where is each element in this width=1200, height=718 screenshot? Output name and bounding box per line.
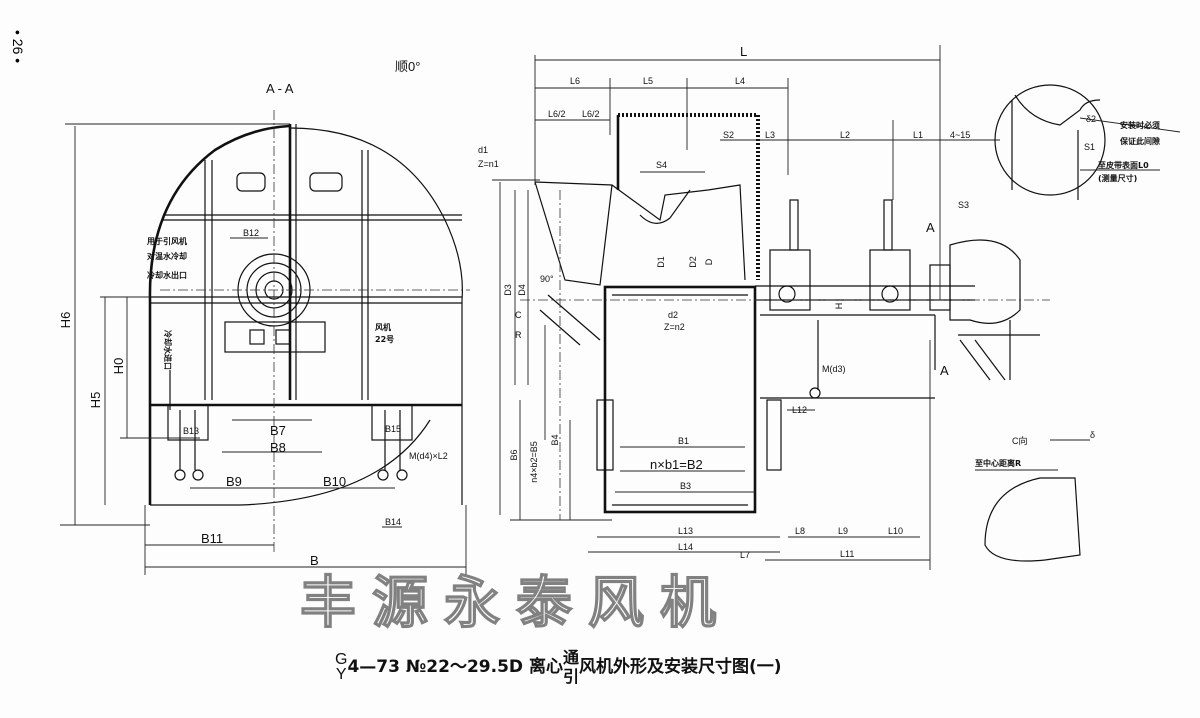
note-cooling-1: 用于引风机 — [146, 236, 187, 246]
dim-m-d3: M(d3) — [822, 364, 846, 374]
dim-m-d4: M(d4)×L2 — [409, 451, 448, 461]
section-mark-a-top: A — [926, 220, 935, 235]
dim-l7: L7 — [740, 550, 750, 560]
dim-b7: B7 — [270, 423, 286, 438]
caption-g: G — [335, 651, 348, 668]
dim-d4: D4 — [517, 284, 527, 296]
dim-s2: S2 — [723, 130, 734, 140]
dim-b13: B13 — [183, 426, 199, 436]
dim-b15: B15 — [385, 424, 401, 434]
caption-rest: 风机外形及安装尺寸图(一) — [578, 657, 782, 677]
dim-b12: B12 — [243, 228, 259, 238]
dim-s4: S4 — [656, 160, 667, 170]
dim-l14: L14 — [678, 542, 693, 552]
dim-l3: L3 — [765, 130, 775, 140]
dim-b8: B8 — [270, 440, 286, 455]
dim-nb2: n4×b2=B5 — [529, 441, 539, 483]
note-cooling-3: 冷却水出口 — [147, 270, 187, 280]
dim-d-dia: D — [704, 258, 714, 265]
note-right-1: 风机 — [375, 322, 391, 332]
dim-c: C — [515, 310, 522, 320]
dim-d1-dia: D1 — [656, 256, 666, 268]
note-right-2: 22号 — [375, 335, 394, 344]
note-inlet: 冷却水进口 — [163, 330, 173, 370]
belt-note-1: 至皮带表面L0 — [1098, 160, 1149, 170]
caption-model: 4—73 №22～29.5D 离心 — [347, 657, 563, 677]
dim-l9: L9 — [838, 526, 848, 536]
detail-s1: S1 — [1084, 142, 1095, 152]
detail-delta: δ — [1090, 430, 1095, 440]
dim-b: B — [310, 553, 319, 568]
dim-nb1: n×b1=B2 — [650, 457, 703, 472]
dim-l8: L8 — [795, 526, 805, 536]
dim-l11: L11 — [840, 549, 854, 559]
gap-note-1: 安装时必须 — [1120, 120, 1160, 130]
dim-l6: L6 — [570, 76, 580, 86]
dim-d2-dia: D2 — [688, 256, 698, 268]
view-c-label: C向 — [1012, 435, 1028, 446]
dim-l4: L4 — [735, 76, 745, 86]
dim-d2: d2 — [668, 310, 678, 320]
dim-l: L — [740, 44, 747, 59]
section-label: A - A — [266, 81, 294, 96]
detail-delta2: δ2 — [1086, 114, 1096, 124]
dim-h0: H0 — [111, 358, 126, 375]
dim-b14: B14 — [385, 517, 401, 527]
dim-h5: H5 — [88, 392, 103, 409]
dim-l10: L10 — [888, 526, 903, 536]
watermark: 丰源永泰风机 — [300, 570, 732, 636]
caption-tong: 通 — [562, 648, 579, 667]
rotation-label: 顺0° — [395, 59, 420, 74]
dim-d3: D3 — [503, 284, 513, 296]
dim-z1: Z=n1 — [478, 159, 499, 169]
dim-r: R — [515, 330, 522, 340]
dim-l2: L2 — [840, 130, 850, 140]
section-view-a-a: A - A 顺0° B12 H6 H5 H0 B13 B7 B8 B9 B10 … — [58, 59, 470, 575]
dim-l12: L12 — [792, 405, 807, 415]
dim-b4: B4 — [550, 434, 560, 445]
caption-yin: 引 — [562, 667, 579, 686]
dim-s3: S3 — [958, 200, 969, 210]
center-distance-note: 至中心距离R — [975, 458, 1021, 468]
dim-d1: d1 — [478, 145, 488, 155]
section-mark-a-bottom: A — [940, 363, 949, 378]
gap-note-2: 保证此间隙 — [1119, 136, 1160, 146]
note-cooling-2: 对温水冷却 — [147, 251, 187, 261]
dim-angle: 90° — [540, 274, 554, 284]
dim-b11: B11 — [201, 531, 223, 546]
dim-b10: B10 — [323, 474, 346, 489]
dim-gap: 4~15 — [950, 130, 970, 140]
dim-z2: Z=n2 — [664, 322, 685, 332]
dim-l5: L5 — [643, 76, 653, 86]
dim-b6: B6 — [509, 449, 519, 460]
dim-l1: L1 — [913, 130, 923, 140]
dim-b1: B1 — [678, 436, 689, 446]
dim-l13: L13 — [678, 526, 693, 536]
dim-b3: B3 — [680, 481, 691, 491]
dim-h: H — [834, 303, 844, 310]
belt-note-2: (测量尺寸) — [1098, 173, 1137, 183]
caption-y: Y — [335, 666, 347, 683]
dim-l6-half-b: L6/2 — [582, 109, 600, 119]
dim-b9: B9 — [226, 474, 242, 489]
detail-view: 安装时必须 保证此间隙 S1 δ2 至皮带表面L0 (测量尺寸) C向 δ 至中… — [975, 84, 1181, 562]
caption-type: 通引 — [563, 648, 579, 686]
dim-h6: H6 — [58, 312, 73, 329]
side-view: L L6 L5 L4 L6/2 L6/2 S2 L3 L2 L1 4~15 d1… — [478, 44, 1050, 570]
dim-l6-half-a: L6/2 — [548, 109, 566, 119]
